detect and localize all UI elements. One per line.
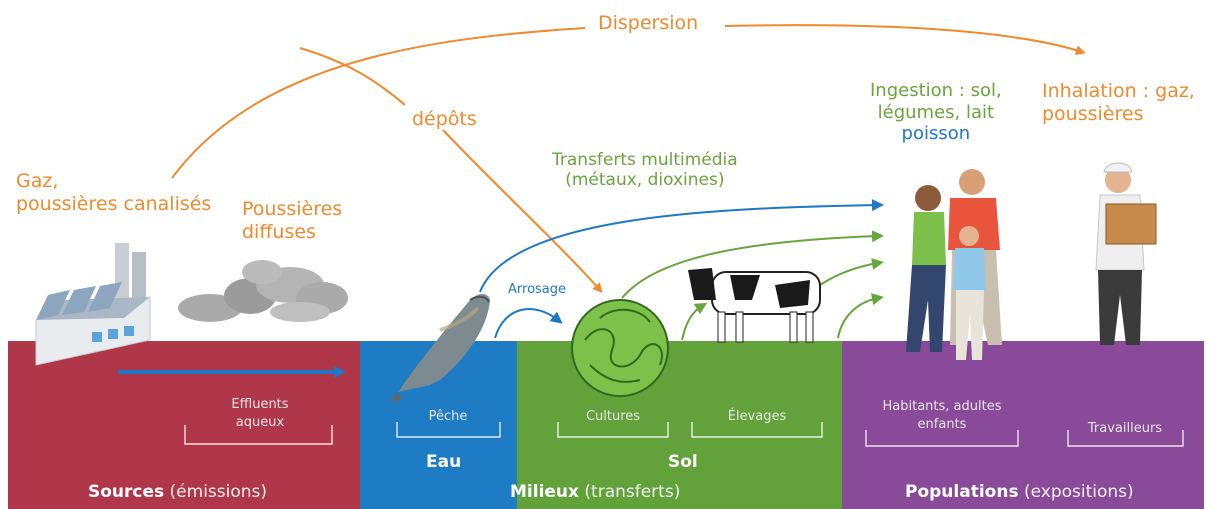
label-populations-light: (expositions) (1023, 482, 1134, 502)
label-transferts-line2: (métaux, dioxines) (565, 170, 725, 191)
bracket-elevages (691, 422, 823, 438)
label-ingestion-line2: légumes, lait (877, 101, 995, 123)
arrosage-arrow (494, 308, 563, 339)
band-sources (8, 341, 360, 509)
bracket-effluents (184, 425, 333, 445)
band-sol (517, 341, 842, 509)
label-ingestion: Ingestion : sol, légumes, lait poisson (870, 80, 1002, 145)
bracket-peche (396, 422, 501, 438)
cow-icon (688, 268, 821, 343)
dispersion-arrow-left (171, 27, 586, 179)
factory-icon (35, 243, 151, 366)
label-cultures: Cultures (585, 409, 641, 424)
label-milieux-bold: Milieux (510, 482, 579, 502)
lettuce-icon (571, 299, 669, 397)
dust-cloud-icon (178, 260, 348, 322)
depots-branch (299, 47, 406, 106)
dispersion-arrow-right (724, 24, 1086, 55)
label-gaz-line2: poussières canalisés (16, 192, 212, 215)
label-eau: Eau (426, 452, 461, 472)
label-transferts: Transferts multimédia (métaux, dioxines) (552, 150, 738, 191)
label-diffuses-line1: Poussières (242, 198, 343, 220)
label-depots: dépôts (412, 108, 477, 130)
label-peche: Pêche (428, 409, 468, 424)
label-eau-title: Eau (426, 452, 462, 472)
family-icon (906, 169, 1002, 360)
label-transferts-line1: Transferts multimédia (552, 150, 738, 170)
label-ingestion-line3: poisson (901, 123, 971, 145)
label-habitants-line2: enfants (917, 416, 967, 432)
label-inhalation: Inhalation : gaz, poussières (1042, 80, 1195, 126)
label-ingestion-line1: Ingestion : sol, (870, 80, 1002, 101)
fish-icon (388, 294, 490, 402)
label-sources-bold: Sources (88, 482, 165, 502)
label-travailleurs: Travailleurs (1087, 421, 1163, 436)
label-inhalation-line2: poussières (1042, 102, 1144, 125)
arrow-cow-to-population-1 (819, 258, 884, 286)
label-poussieres-diffuses: Poussières diffuses (242, 198, 342, 244)
label-diffuses-line2: diffuses (242, 220, 316, 243)
label-sources-light: (émissions) (169, 482, 268, 502)
bracket-habitants (865, 430, 1019, 447)
label-sol: Sol (668, 452, 698, 472)
label-gaz-line1: Gaz, (16, 170, 59, 192)
label-milieux: Milieux (transferts) (510, 482, 680, 502)
bracket-cultures (557, 422, 669, 438)
label-dispersion: Dispersion (598, 12, 699, 34)
arrow-lettuce-to-population (621, 230, 884, 299)
arrow-lettuce-to-cow (681, 302, 708, 341)
worker-icon (1095, 162, 1157, 345)
band-populations (842, 341, 1204, 509)
label-habitants: Habitants, adultes enfants (862, 398, 1022, 433)
label-milieux-light: (transferts) (584, 482, 681, 502)
label-effluents-line2: aqueux (235, 414, 285, 430)
arrow-cow-to-population-2 (837, 293, 884, 339)
label-inhalation-line1: Inhalation : gaz, (1042, 80, 1195, 102)
label-arrosage: Arrosage (508, 282, 567, 297)
label-populations-bold: Populations (905, 482, 1019, 502)
bracket-travailleurs (1067, 430, 1184, 447)
label-effluents-line1: Effluents (231, 397, 289, 412)
label-sol-title: Sol (668, 452, 698, 472)
label-habitants-line1: Habitants, adultes (882, 399, 1002, 414)
label-gaz: Gaz, poussières canalisés (16, 170, 211, 216)
label-populations: Populations (expositions) (905, 482, 1134, 502)
depots-arrow (442, 129, 603, 293)
arrow-fish-to-population (479, 199, 884, 293)
label-sources: Sources (émissions) (88, 482, 267, 502)
label-elevages: Élevages (727, 409, 787, 424)
label-effluents: Effluents aqueux (210, 396, 310, 431)
